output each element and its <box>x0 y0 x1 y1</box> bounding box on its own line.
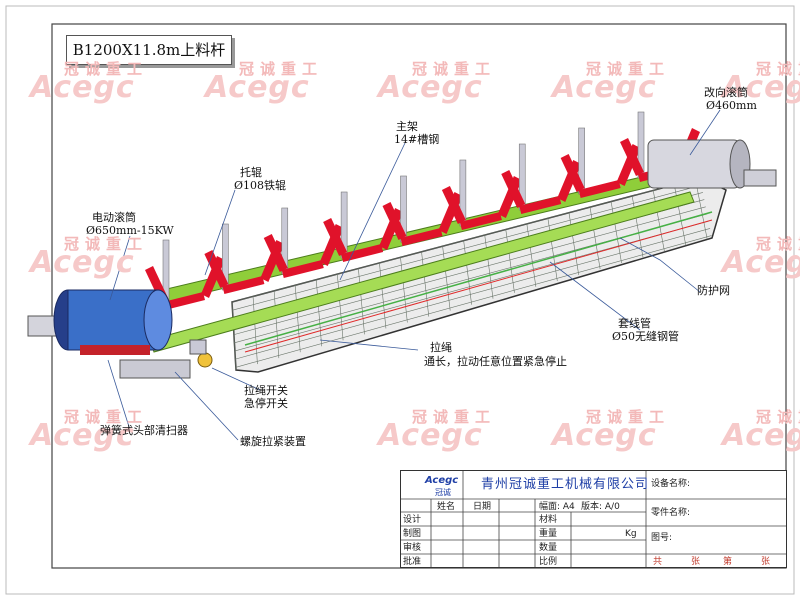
part-name-label: 零件名称: <box>651 508 691 518</box>
company-logo: Acegc <box>425 475 459 486</box>
weight-unit: Kg <box>625 529 637 539</box>
emergency-switch-label: 急停开关 <box>244 397 288 410</box>
sheet-size: 幅面: A4 <box>539 502 575 512</box>
net-hatch-line <box>235 235 712 368</box>
net-hatch-line <box>631 195 644 258</box>
net-hatch-line <box>421 251 430 317</box>
outer-border <box>5 5 795 595</box>
role-design: 设计 <box>403 515 422 525</box>
net-hatch-line <box>652 190 665 252</box>
title-block: Acegc 冠诚 青州冠诚重工机械有限公司 设备名称: 零件名称: 图号: 姓名… <box>400 470 787 568</box>
net-hatch-line <box>294 285 301 353</box>
prop-quantity: 数量 <box>539 543 558 553</box>
drive-drum <box>27 289 191 379</box>
net-hatch-line <box>231 177 701 303</box>
net-hatch-line <box>273 290 280 359</box>
drawing-no-label: 图号: <box>651 533 673 543</box>
prop-scale: 比例 <box>539 557 558 567</box>
sheet-current-suffix: 张 <box>761 557 771 567</box>
idler-spec: Ø108铁辊 <box>234 179 287 192</box>
net-hatch-line <box>589 207 601 270</box>
net-hatch-line <box>463 240 472 305</box>
net-hatch-line <box>695 179 708 240</box>
conveyor-assembly <box>27 111 777 379</box>
net-hatch-line <box>337 274 344 341</box>
drive-drum-spec: Ø650mm-15KW <box>86 224 174 237</box>
net-hatch-line <box>233 206 706 335</box>
title-block-grid <box>401 471 786 567</box>
rope-switch-label: 拉绳开关 <box>244 384 288 397</box>
sheet-total-suffix: 张 <box>691 557 701 567</box>
net-hatch-line <box>231 301 237 371</box>
net-hatch-line <box>568 212 580 276</box>
idler-set <box>323 191 404 262</box>
net-hatch-line <box>400 257 408 323</box>
main-frame-spec: 14#槽钢 <box>394 133 440 146</box>
version: 版本: A/0 <box>581 502 620 512</box>
net-hatch-line <box>252 296 258 365</box>
prop-material: 材料 <box>539 515 558 525</box>
net-hatch-line <box>526 223 537 287</box>
prop-weight: 重量 <box>539 529 558 539</box>
pull-rope-switch <box>189 339 213 368</box>
bend-drum-label: 改向滚筒 <box>704 86 748 99</box>
drive-drum-label: 电动滚筒 <box>92 211 136 224</box>
idler-label: 托辊 <box>240 166 262 179</box>
net-hatch-line <box>235 228 711 360</box>
guard-net-label: 防护网 <box>697 284 730 297</box>
net-hatch-line <box>442 246 451 311</box>
net-hatch-line <box>547 218 558 281</box>
name-column-header: 姓名 <box>437 502 456 512</box>
sheet-current-prefix: 第 <box>723 557 733 567</box>
cleaner-label: 弹簧式头部清扫器 <box>100 424 188 437</box>
net-hatch-line <box>315 279 322 347</box>
role-approval: 批准 <box>403 557 422 567</box>
sheet-total-prefix: 共 <box>653 557 663 567</box>
bend-drum <box>647 139 777 189</box>
company-name: 青州冠诚重工机械有限公司 <box>481 477 650 492</box>
net-hatch-line <box>610 201 622 264</box>
conduit-spec: Ø50无缝钢管 <box>612 330 680 343</box>
net-hatch-line <box>484 235 494 299</box>
date-column-header: 日期 <box>473 502 492 512</box>
conduit-label: 套线管 <box>618 317 651 330</box>
tensioner-label: 螺旋拉紧装置 <box>240 435 306 448</box>
drawing-border <box>51 23 787 569</box>
net-hatch-line <box>232 184 702 311</box>
main-frame-label: 主架 <box>396 120 418 133</box>
role-review: 审核 <box>403 543 422 553</box>
net-hatch-line <box>379 262 387 329</box>
pull-rope-desc: 通长，拉动任意位置紧急停止 <box>424 355 567 368</box>
bend-drum-spec: Ø460mm <box>706 99 757 112</box>
net-hatch-line <box>358 268 365 335</box>
net-hatch-line <box>505 229 515 293</box>
pull-rope-label: 拉绳 <box>430 341 452 354</box>
net-hatch-line <box>673 184 687 246</box>
drawing-title: B1200X11.8m上料杆 <box>66 35 232 65</box>
company-logo-cn: 冠诚 <box>435 488 451 497</box>
role-drafting: 制图 <box>403 529 422 539</box>
leader-lines <box>107 109 721 441</box>
equipment-name-label: 设备名称: <box>651 479 691 489</box>
